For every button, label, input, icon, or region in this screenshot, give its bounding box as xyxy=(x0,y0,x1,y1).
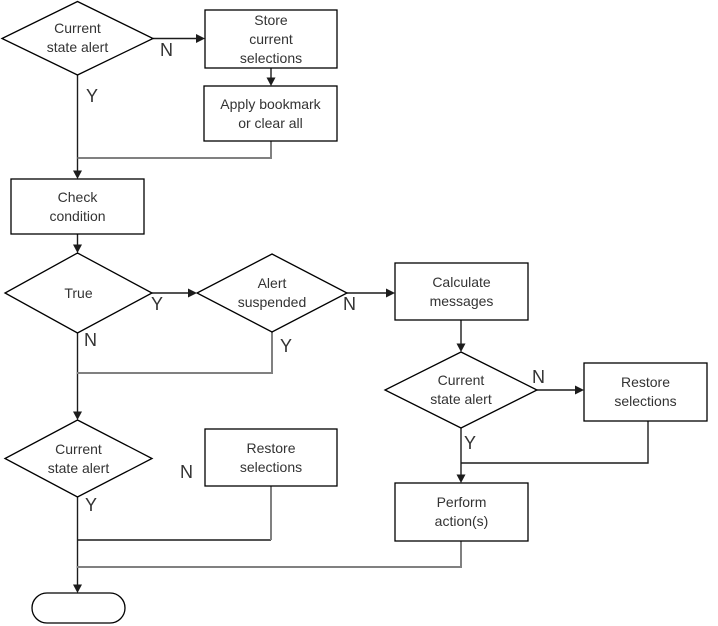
decision-alert-suspended-shape xyxy=(195,253,349,333)
arrowhead-into-end xyxy=(73,584,82,593)
process-restore-selections-right-shape xyxy=(583,362,708,422)
process-restore-selections-left-shape xyxy=(204,428,338,487)
process-check-condition-shape xyxy=(10,178,145,235)
process-store-current-selections-shape xyxy=(204,9,338,69)
arrowhead-into-alert-right xyxy=(456,343,466,352)
connector-suspended-yes-elbow xyxy=(76,332,273,374)
arrowhead-into-check xyxy=(73,170,82,179)
end-terminator-shape xyxy=(31,592,126,624)
arrowhead-into-store xyxy=(196,34,205,43)
decision-current-state-alert-left-shape xyxy=(3,419,154,498)
process-perform-actions-shape xyxy=(394,482,529,542)
decision-true-shape xyxy=(3,252,154,334)
process-apply-bookmark-shape xyxy=(203,85,338,142)
connector-perform-elbow xyxy=(76,541,462,568)
arrowhead-into-apply xyxy=(266,77,276,86)
connector-apply-elbow xyxy=(77,141,272,159)
process-calculate-messages-shape xyxy=(394,262,529,321)
arrowhead-into-true xyxy=(73,244,82,253)
arrowhead-into-perform xyxy=(456,474,466,483)
arrowhead-into-calculate xyxy=(386,288,395,298)
arrowhead-into-restore-right xyxy=(575,385,584,395)
decision-current-state-alert-top-shape xyxy=(0,0,155,76)
decision-current-state-alert-right-shape xyxy=(383,351,539,429)
arrowhead-into-suspended xyxy=(188,288,197,298)
connector-restore-right-merge xyxy=(461,421,649,464)
arrowhead-into-alert-left xyxy=(73,411,82,420)
